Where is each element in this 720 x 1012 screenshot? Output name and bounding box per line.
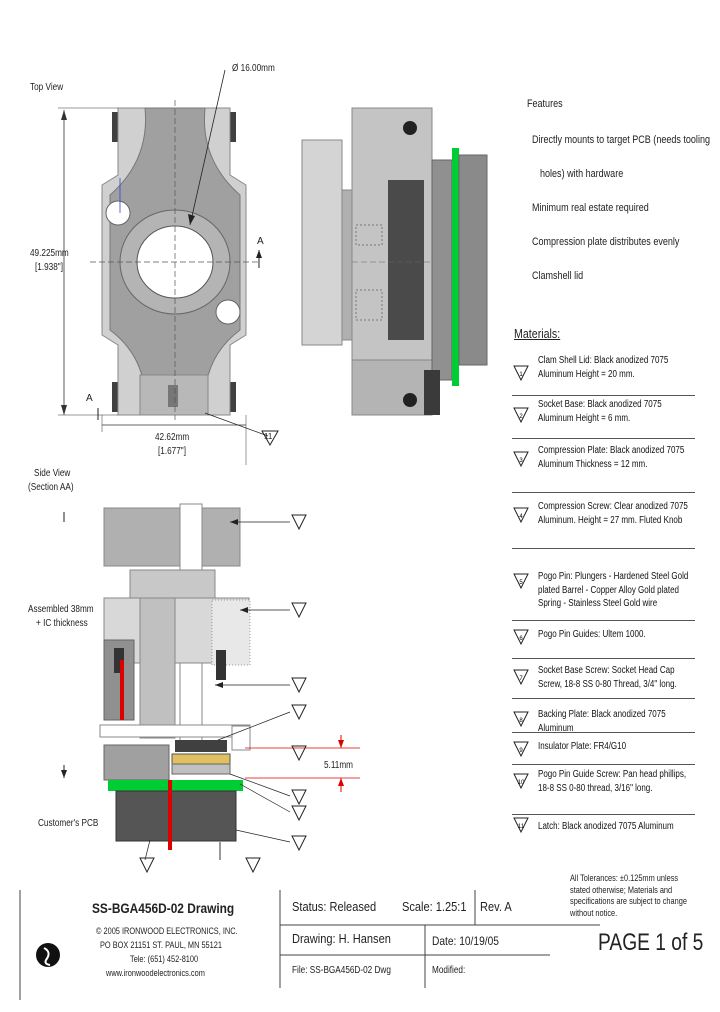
- modified-label: Modified:: [432, 965, 466, 976]
- side-elevation-drawing: [301, 107, 488, 416]
- company-phone: Tele: (651) 452-8100: [130, 954, 199, 964]
- section-view-drawing: [61, 503, 360, 874]
- feature-item: Compression plate distributes evenly: [532, 236, 680, 248]
- material-row-11: Latch: Black anodized 7075 Aluminum: [538, 821, 674, 832]
- height-in-label: [1.938"]: [35, 262, 63, 273]
- file-label: File: SS-BGA456D-02 Dwg: [292, 965, 391, 976]
- material-row-7: Socket Base Screw: Socket Head Cap Screw…: [512, 662, 695, 699]
- material-callout-number: 7: [519, 676, 523, 682]
- callout-11-top: 11: [264, 432, 273, 441]
- material-callout-number: 2: [519, 414, 523, 420]
- material-row-10: Pogo Pin Guide Screw: Pan head phillips,…: [512, 766, 695, 815]
- height-mm-label: 49.225mm: [30, 248, 69, 259]
- section-aa-label: (Section AA): [28, 482, 74, 493]
- assembled-height-label: Assembled 38mm: [28, 604, 94, 615]
- features-title: Features: [527, 98, 563, 110]
- materials-triangles: [513, 365, 529, 834]
- section-a-right: A: [257, 236, 264, 247]
- top-view-label: Top View: [30, 82, 64, 93]
- page-number: PAGE 1 of 5: [598, 929, 704, 956]
- material-row-2: Socket Base: Black anodized 7075 Aluminu…: [512, 396, 695, 439]
- material-row-4: Compression Screw: Clear anodized 7075 A…: [512, 498, 695, 549]
- side-view-label: Side View: [34, 468, 71, 479]
- company-website: www.ironwoodelectronics.com: [106, 968, 205, 978]
- material-callout-number: 1: [519, 372, 523, 378]
- material-row-9: Insulator Plate: FR4/G10: [512, 738, 695, 765]
- company-name: © 2005 IRONWOOD ELECTRONICS, INC.: [96, 926, 238, 936]
- customer-pcb-label: Customer's PCB: [38, 818, 99, 829]
- material-callout-number: 11: [518, 824, 525, 830]
- scale-label: Scale: 1.25:1: [402, 899, 467, 914]
- feature-item: Clamshell lid: [532, 270, 584, 282]
- drawing-by-label: Drawing: H. Hansen: [292, 931, 391, 946]
- date-label: Date: 10/19/05: [432, 934, 499, 948]
- diameter-label: Ø 16.00mm: [232, 63, 275, 74]
- top-view-drawing: [58, 69, 279, 465]
- material-callout-number: 3: [519, 458, 523, 464]
- company-address: PO BOX 21151 ST. PAUL, MN 55121: [100, 940, 222, 950]
- tolerance-note: All Tolerances: ±0.125mm unless stated o…: [570, 873, 687, 919]
- material-callout-number: 6: [519, 636, 523, 642]
- material-callout-number: 4: [519, 514, 523, 520]
- width-in-label: [1.677"]: [158, 446, 186, 457]
- material-row-1: Clam Shell Lid: Black anodized 7075 Alum…: [512, 352, 695, 396]
- title-block-frame: [19, 890, 600, 1000]
- status-label: Status: Released: [292, 899, 377, 914]
- feature-item: holes) with hardware: [540, 168, 624, 180]
- materials-title: Materials:: [514, 326, 561, 341]
- material-callout-number: 9: [519, 748, 523, 754]
- feature-item: Directly mounts to target PCB (needs too…: [532, 134, 710, 146]
- material-row-5: Pogo Pin: Plungers - Hardened Steel Gold…: [512, 568, 695, 621]
- feature-item: Minimum real estate required: [532, 202, 649, 214]
- width-mm-label: 42.62mm: [155, 432, 190, 443]
- material-row-3: Compression Plate: Black anodized 7075 A…: [512, 442, 695, 493]
- rev-label: Rev. A: [480, 899, 512, 914]
- ic-thickness-label: + IC thickness: [36, 618, 88, 629]
- drawing-title: SS-BGA456D-02 Drawing: [92, 900, 235, 916]
- material-callout-number: 10: [518, 780, 525, 786]
- material-row-8: Backing Plate: Black anodized 7075 Alumi…: [512, 706, 695, 734]
- material-callout-number: 8: [519, 718, 523, 724]
- material-callout-number: 5: [519, 580, 523, 586]
- section-a-left: A: [86, 393, 93, 404]
- material-row-6: Pogo Pin Guides: Ultem 1000.: [512, 626, 695, 659]
- gap-dimension-label: 5.11mm: [324, 760, 354, 771]
